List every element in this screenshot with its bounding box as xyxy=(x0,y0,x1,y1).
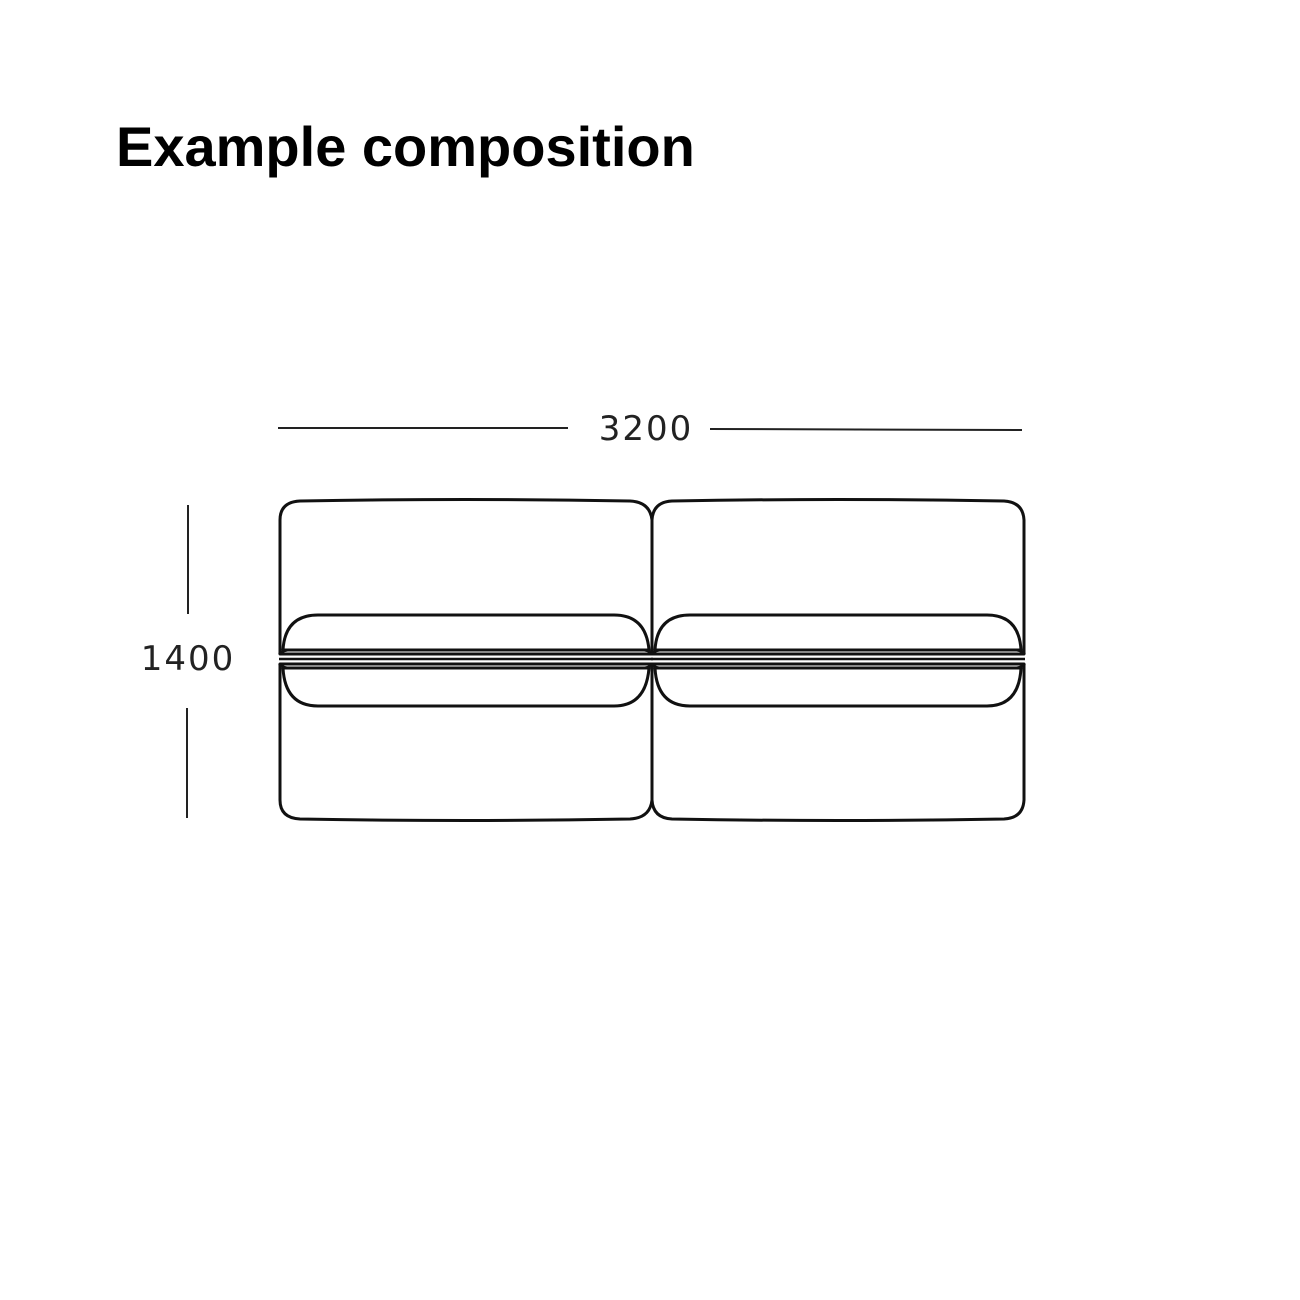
module-right-seam-upper xyxy=(650,648,1026,655)
depth-dimension-label: 1400 xyxy=(141,639,236,679)
width-dimension: 3200 xyxy=(278,409,1023,449)
module-left-seam-upper xyxy=(278,648,654,655)
module-right-cushion-bottom xyxy=(653,666,1023,708)
module-left-cushion-bottom xyxy=(281,666,651,708)
width-dimension-line-right xyxy=(709,428,1023,431)
module-left-seam-lower xyxy=(278,663,654,670)
page-title: Example composition xyxy=(116,115,695,178)
depth-dimension: 1400 xyxy=(141,505,236,818)
module-left-cushion-top xyxy=(281,613,651,652)
module-right-seam-lower xyxy=(650,663,1026,670)
module-left xyxy=(278,498,654,822)
module-right-cushion-top xyxy=(653,613,1023,652)
module-right xyxy=(650,498,1026,822)
width-dimension-label: 3200 xyxy=(599,409,694,449)
